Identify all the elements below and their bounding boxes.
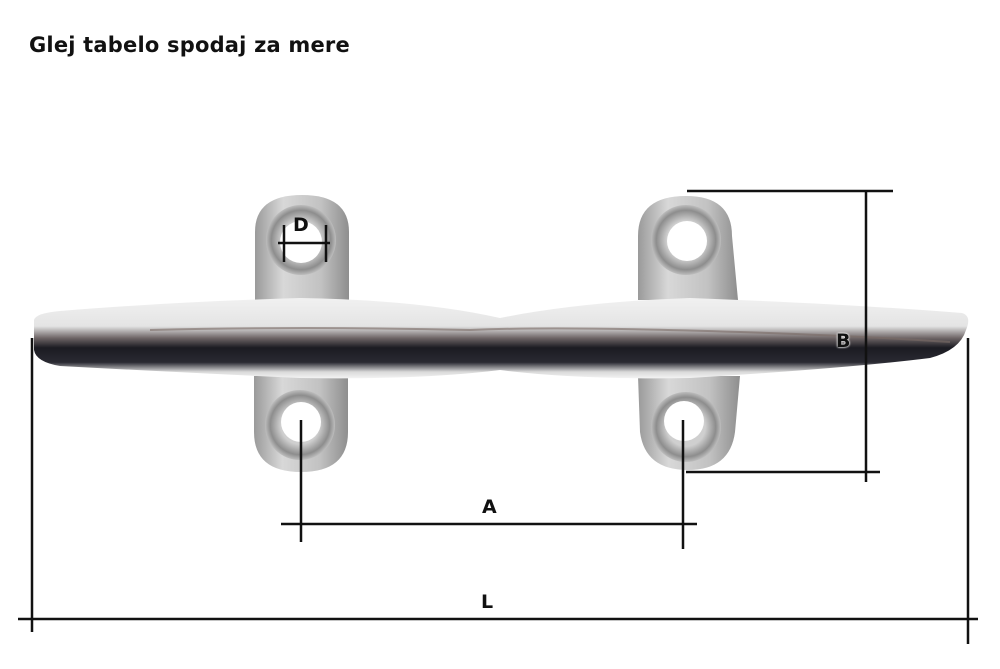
mounting-tab-upper-left: [255, 195, 349, 300]
mounting-tab-lower-right: [638, 376, 740, 470]
dimension-label-b: B: [836, 330, 851, 352]
dimension-label-l: L: [481, 591, 494, 613]
dimension-label-a: A: [482, 496, 497, 518]
dimension-label-d: D: [293, 214, 309, 236]
cleat-horn: [34, 298, 969, 379]
dimension-lines: [18, 189, 978, 644]
mounting-tab-upper-right: [638, 196, 738, 300]
page-title: Glej tabelo spodaj za mere: [29, 33, 350, 57]
